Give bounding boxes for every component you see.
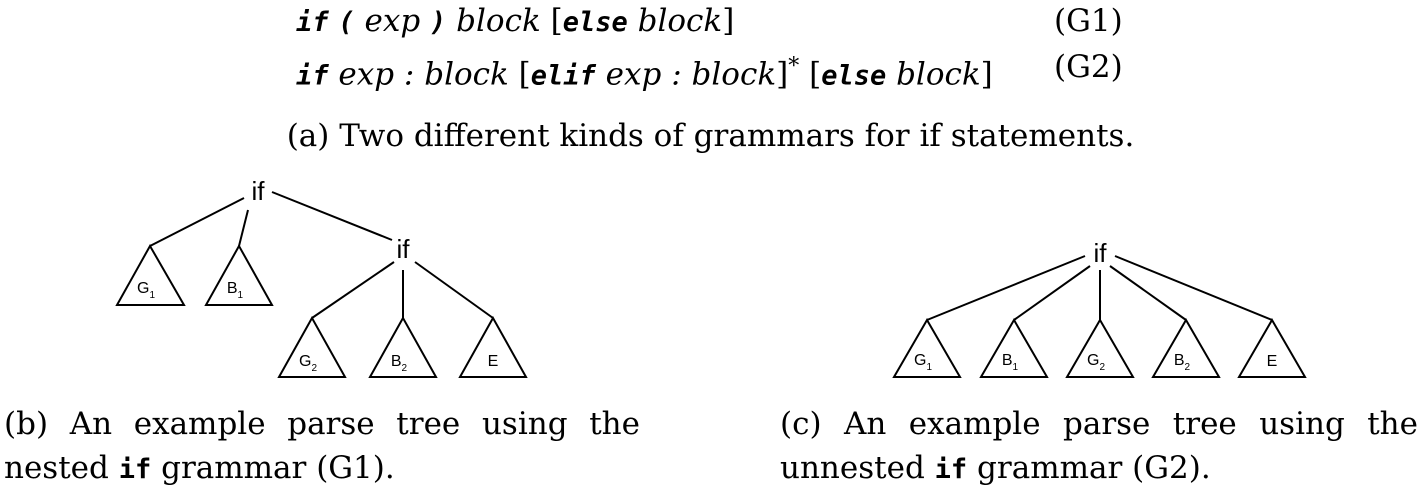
close-bracket: ]	[722, 3, 735, 39]
grammar-tag-g1: (G1)	[1054, 3, 1123, 39]
subtree-e-triangle	[458, 315, 528, 378]
rparen: )	[430, 7, 447, 38]
code-if: if	[118, 454, 152, 485]
caption-text: grammar (G1).	[161, 450, 395, 486]
colon: :	[671, 56, 682, 93]
caption-text: nested	[4, 450, 109, 486]
edge	[238, 209, 249, 247]
kw-elif: elif	[530, 60, 596, 92]
edge	[1109, 265, 1187, 321]
close-bracket: ]	[980, 56, 993, 93]
exp: exp	[605, 56, 662, 93]
label-e: E	[1267, 353, 1278, 370]
subtree-e-triangle	[1237, 318, 1307, 378]
edge	[149, 197, 245, 247]
kw-if: if	[296, 60, 329, 92]
grammar-tag-g2: (G2)	[1054, 49, 1123, 85]
edge	[1013, 265, 1091, 321]
edge	[926, 255, 1086, 321]
caption-text: unnested	[780, 450, 925, 486]
tree-b-subtrees	[115, 243, 528, 378]
subtree-b1-triangle	[979, 318, 1049, 378]
kw-if: if	[296, 7, 329, 38]
kleene-star: *	[788, 54, 800, 79]
lparen: (	[338, 7, 355, 38]
block: block	[691, 56, 777, 93]
block: block	[637, 3, 723, 39]
edge	[271, 191, 393, 241]
subtree-g2-triangle	[277, 315, 347, 378]
caption-a: (a) Two different kinds of grammars for …	[286, 118, 1135, 154]
label-b1: B1	[1002, 352, 1019, 373]
kw-else: else	[821, 60, 887, 92]
label-g1: G1	[137, 280, 155, 301]
edge	[1114, 255, 1273, 321]
label-g2: G2	[299, 353, 317, 374]
edge	[414, 261, 494, 319]
tree-c-root-if: if	[1094, 238, 1108, 268]
label-g2: G2	[1087, 352, 1105, 373]
label-b2: B2	[391, 353, 408, 374]
grammar-g1: if ( exp ) block [else block]	[296, 2, 734, 42]
subtree-g1-triangle	[115, 243, 186, 306]
exp: exp	[364, 3, 421, 39]
subtree-b2-triangle	[1151, 318, 1221, 378]
exp: exp	[338, 56, 395, 93]
subtree-b1-triangle	[204, 243, 274, 306]
caption-b: (b) An example parse tree using the nest…	[4, 402, 640, 492]
subtree-b2-triangle	[368, 315, 438, 378]
tree-b-inner-if: if	[397, 234, 411, 264]
tree-b-edges	[149, 191, 494, 319]
open-bracket: [	[518, 56, 531, 93]
block: block	[456, 3, 541, 39]
subtree-g2-triangle	[1065, 318, 1135, 378]
caption-c-line2: unnested if grammar (G2).	[780, 450, 1211, 486]
kw-else: else	[562, 7, 628, 38]
colon: :	[403, 56, 415, 93]
label-g1: G1	[914, 352, 932, 373]
edge	[311, 261, 395, 319]
open-bracket: [	[809, 56, 822, 93]
label-b2: B2	[1174, 352, 1191, 373]
label-e: E	[488, 353, 499, 370]
close-bracket: ]	[776, 56, 789, 93]
caption-b-line1: (b) An example parse tree using the	[4, 406, 640, 442]
caption-text: grammar (G2).	[977, 450, 1211, 486]
caption-c: (c) An example parse tree using the unne…	[780, 402, 1418, 492]
subtree-g1-triangle	[892, 318, 962, 378]
tree-c-subtrees	[892, 318, 1307, 378]
block: block	[896, 56, 981, 93]
open-bracket: [	[550, 3, 563, 39]
code-if: if	[934, 454, 968, 485]
tree-c-edges	[926, 255, 1273, 321]
grammar-g2: if exp : block [elif exp : block]* [else…	[296, 48, 993, 95]
caption-c-line1: (c) An example parse tree using the	[780, 406, 1418, 442]
caption-b-line2: nested if grammar (G1).	[4, 450, 395, 486]
tree-b-root-if: if	[252, 176, 266, 206]
block: block	[424, 56, 509, 93]
label-b1: B1	[227, 280, 244, 301]
